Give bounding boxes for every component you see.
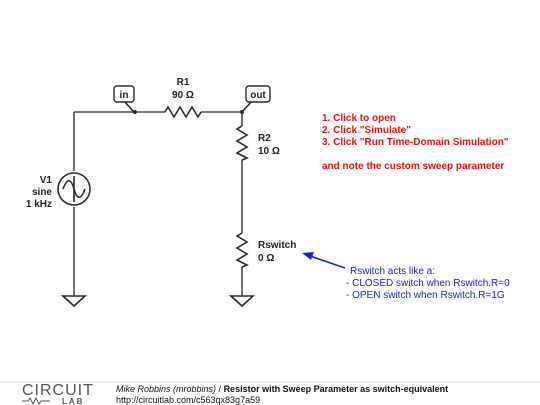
ground-icon [228,295,256,308]
v1-name-label: V1 [40,175,53,186]
footer-title-line: Mike Robbins (mrobbins) / Resistor with … [116,384,448,394]
tag-out-box [245,85,271,103]
resistor-r1[interactable]: R1 90 Ω [164,77,202,119]
instructions-block: 1. Click to open 2. Click "Simulate" 3. … [322,113,509,172]
tag-out-pointer [241,100,253,113]
annotation-line-1: Rswitch acts like a: [350,266,435,277]
annotation-line-3: - OPEN switch when Rswitch.R=1G [346,290,505,301]
logo-resistor-icon [22,396,50,405]
voltage-source-v1[interactable]: V1 sine 1 kHz [26,172,91,210]
tag-in-box [113,85,135,103]
footer-title: Resistor with Sweep Parameter as switch-… [224,384,449,394]
sine-wave-glyph [62,179,86,199]
resistor-rswitch-zigzag [235,232,249,268]
sweep-note: and note the custom sweep parameter [322,161,504,172]
wires [73,111,243,296]
instruction-line-2: 2. Click "Simulate" [322,125,411,136]
r2-name-label: R2 [258,133,271,144]
resistor-rswitch[interactable]: Rswitch 0 Ω [235,232,296,268]
rswitch-name-label: Rswitch [258,240,296,251]
v1-freq-label: 1 kHz [26,199,52,210]
ground-right [228,295,256,308]
circuitlab-logo[interactable]: CIRCUIT LAB [22,382,94,405]
footer: CIRCUIT LAB Mike Robbins (mrobbins) / Re… [0,381,540,405]
junction-dot-out [240,110,244,114]
tag-in-label: in [120,90,129,101]
footer-separator: / [216,384,224,394]
junction-dot-in [133,110,137,114]
ground-left [60,295,88,308]
resistor-r1-zigzag [164,105,202,119]
logo-lab-text: LAB [62,397,84,405]
node-tag-in[interactable]: in [113,85,137,114]
annotation-arrowhead-icon [302,252,314,260]
ground-icon [60,295,88,308]
tag-in-pointer [123,100,135,113]
instruction-line-1: 1. Click to open [322,113,396,124]
logo-circuit-text: CIRCUIT [22,382,94,399]
v1-type-label: sine [32,187,52,198]
footer-url-link[interactable]: http://circuitlab.com/c563qx83g7a59 [116,395,260,405]
tag-out-label: out [250,90,266,101]
annotation-line-2: - CLOSED switch when Rswitch.R=0 [346,278,510,289]
r2-value-label: 10 Ω [258,146,280,157]
instruction-line-3: 3. Click "Run Time-Domain Simulation" [322,137,509,148]
annotation-arrow-line [309,255,346,269]
rswitch-value-label: 0 Ω [258,253,274,264]
resistor-r2[interactable]: R2 10 Ω [235,125,280,161]
sine-source-icon [57,172,91,206]
annotation-block: Rswitch acts like a: - CLOSED switch whe… [302,252,510,301]
resistor-r2-zigzag [235,125,249,161]
r1-name-label: R1 [177,77,190,88]
node-tag-out[interactable]: out [240,85,271,114]
footer-author: Mike Robbins (mrobbins) [116,384,216,394]
r1-value-label: 90 Ω [172,90,194,101]
